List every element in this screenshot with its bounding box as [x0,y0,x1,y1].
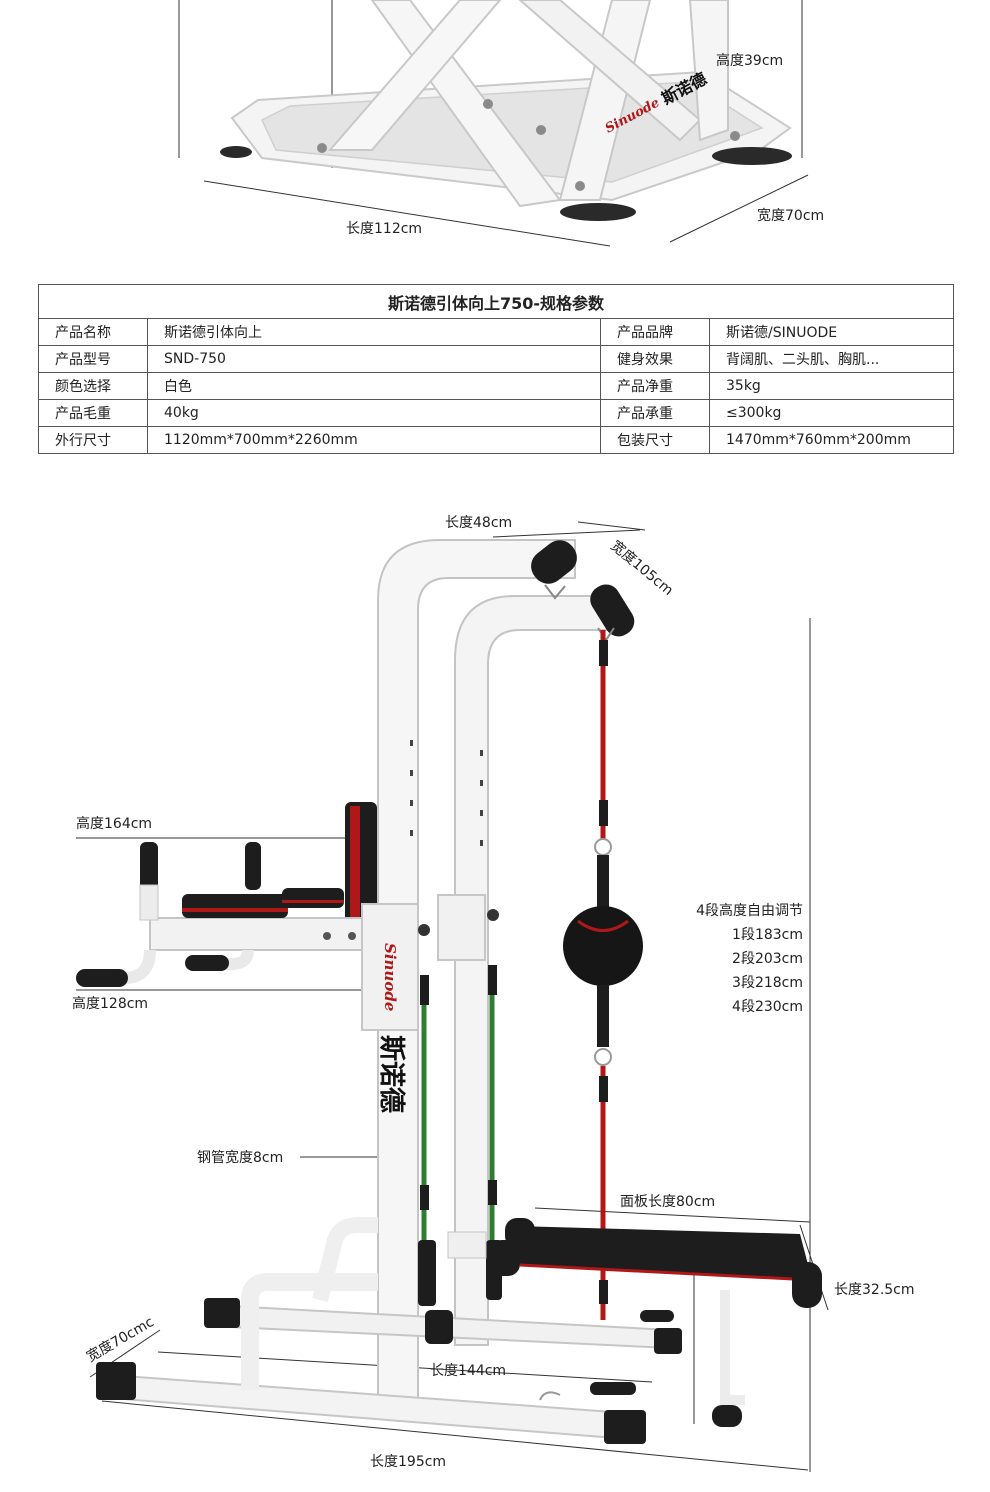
dim-label-adjust-4: 4段230cm [732,999,803,1015]
dim-line-length [203,180,611,247]
spec-value: 斯诺德引体向上 [147,318,601,346]
spec-label: 产品净重 [600,372,710,400]
spec-row: 产品毛重 40kg 产品承重 ≤300kg [38,399,954,427]
spec-label: 外行尺寸 [38,426,148,454]
situp-bench [447,1218,822,1427]
spec-value: 40kg [147,399,601,427]
spec-value: 1120mm*700mm*2260mm [147,426,601,454]
dim-label-height-128: 高度128cm [72,995,148,1012]
spec-label: 健身效果 [600,345,710,373]
rear-upright-frame [454,595,611,1346]
svg-text:Sinuode: Sinuode [381,943,399,1011]
dim-label-tube-width: 钢管宽度8cm [197,1149,283,1166]
spec-row: 颜色选择 白色 产品净重 35kg [38,372,954,400]
top-product-figure: Sinuode 斯诺德 高度39cm 长度112cm 宽度70cm [178,0,824,247]
spec-value: 1470mm*760mm*200mm [709,426,954,454]
dim-label-top-length-48: 长度48cm [445,515,512,531]
dim-label-height-164: 高度164cm [76,815,152,832]
speed-ball [563,630,643,1320]
spec-value: 35kg [709,372,954,400]
spec-label: 产品毛重 [38,399,148,427]
dim-label-base-length: 长度144cm [430,1363,506,1379]
spec-row: 产品名称 斯诺德引体向上 产品品牌 斯诺德/SINUODE [38,318,954,346]
spec-label: 颜色选择 [38,372,148,400]
spec-value: 白色 [147,372,601,400]
spec-value: SND-750 [147,345,601,373]
dim-label-height-39: 高度39cm [716,52,783,69]
spec-value: 背阔肌、二头肌、胸肌... [709,345,954,373]
dim-label-adjust-2: 2段203cm [732,951,803,967]
spec-value: ≤300kg [709,399,954,427]
brand-logo-vertical: Sinuode 斯诺德 [376,943,406,1113]
spec-label: 包装尺寸 [600,426,710,454]
dim-label-total-length: 长度195cm [370,1454,446,1470]
adjustment-holes [410,740,483,846]
dim-label-top-width-105: 宽度105cm [607,537,676,599]
dip-station [76,802,379,987]
spec-label: 产品品牌 [600,318,710,346]
side-bracket [361,894,499,1031]
spec-title: 斯诺德引体向上750-规格参数 [38,284,954,319]
spec-row: 产品型号 SND-750 健身效果 背阔肌、二头肌、胸肌... [38,345,954,373]
dim-line-width [669,174,809,243]
dim-label-adjust-title: 4段高度自由调节 [696,902,803,919]
dim-label-panel-width: 长度32.5cm [834,1282,915,1298]
spec-label: 产品型号 [38,345,148,373]
spec-label: 产品名称 [38,318,148,346]
main-product-figure: Sinuode 斯诺德 [72,515,915,1472]
base-frame [220,0,792,221]
spec-table: 斯诺德引体向上750-规格参数 产品名称 斯诺德引体向上 产品品牌 斯诺德/SI… [38,284,954,454]
dimension-lines [76,521,829,1472]
svg-text:斯诺德: 斯诺德 [376,1035,406,1113]
spec-value: 斯诺德/SINUODE [709,318,954,346]
dim-label-panel-length: 面板长度80cm [620,1194,715,1210]
spec-label: 产品承重 [600,399,710,427]
dim-label-length-112: 长度112cm [346,221,422,237]
dim-label-width-70: 宽度70cm [757,207,824,224]
dim-label-adjust-3: 3段218cm [732,975,803,991]
spec-title-row: 斯诺德引体向上750-规格参数 [38,284,954,319]
spec-row: 外行尺寸 1120mm*700mm*2260mm 包装尺寸 1470mm*760… [38,426,954,454]
dim-label-adjust-1: 1段183cm [732,927,803,943]
base-frame-main [96,1217,682,1444]
